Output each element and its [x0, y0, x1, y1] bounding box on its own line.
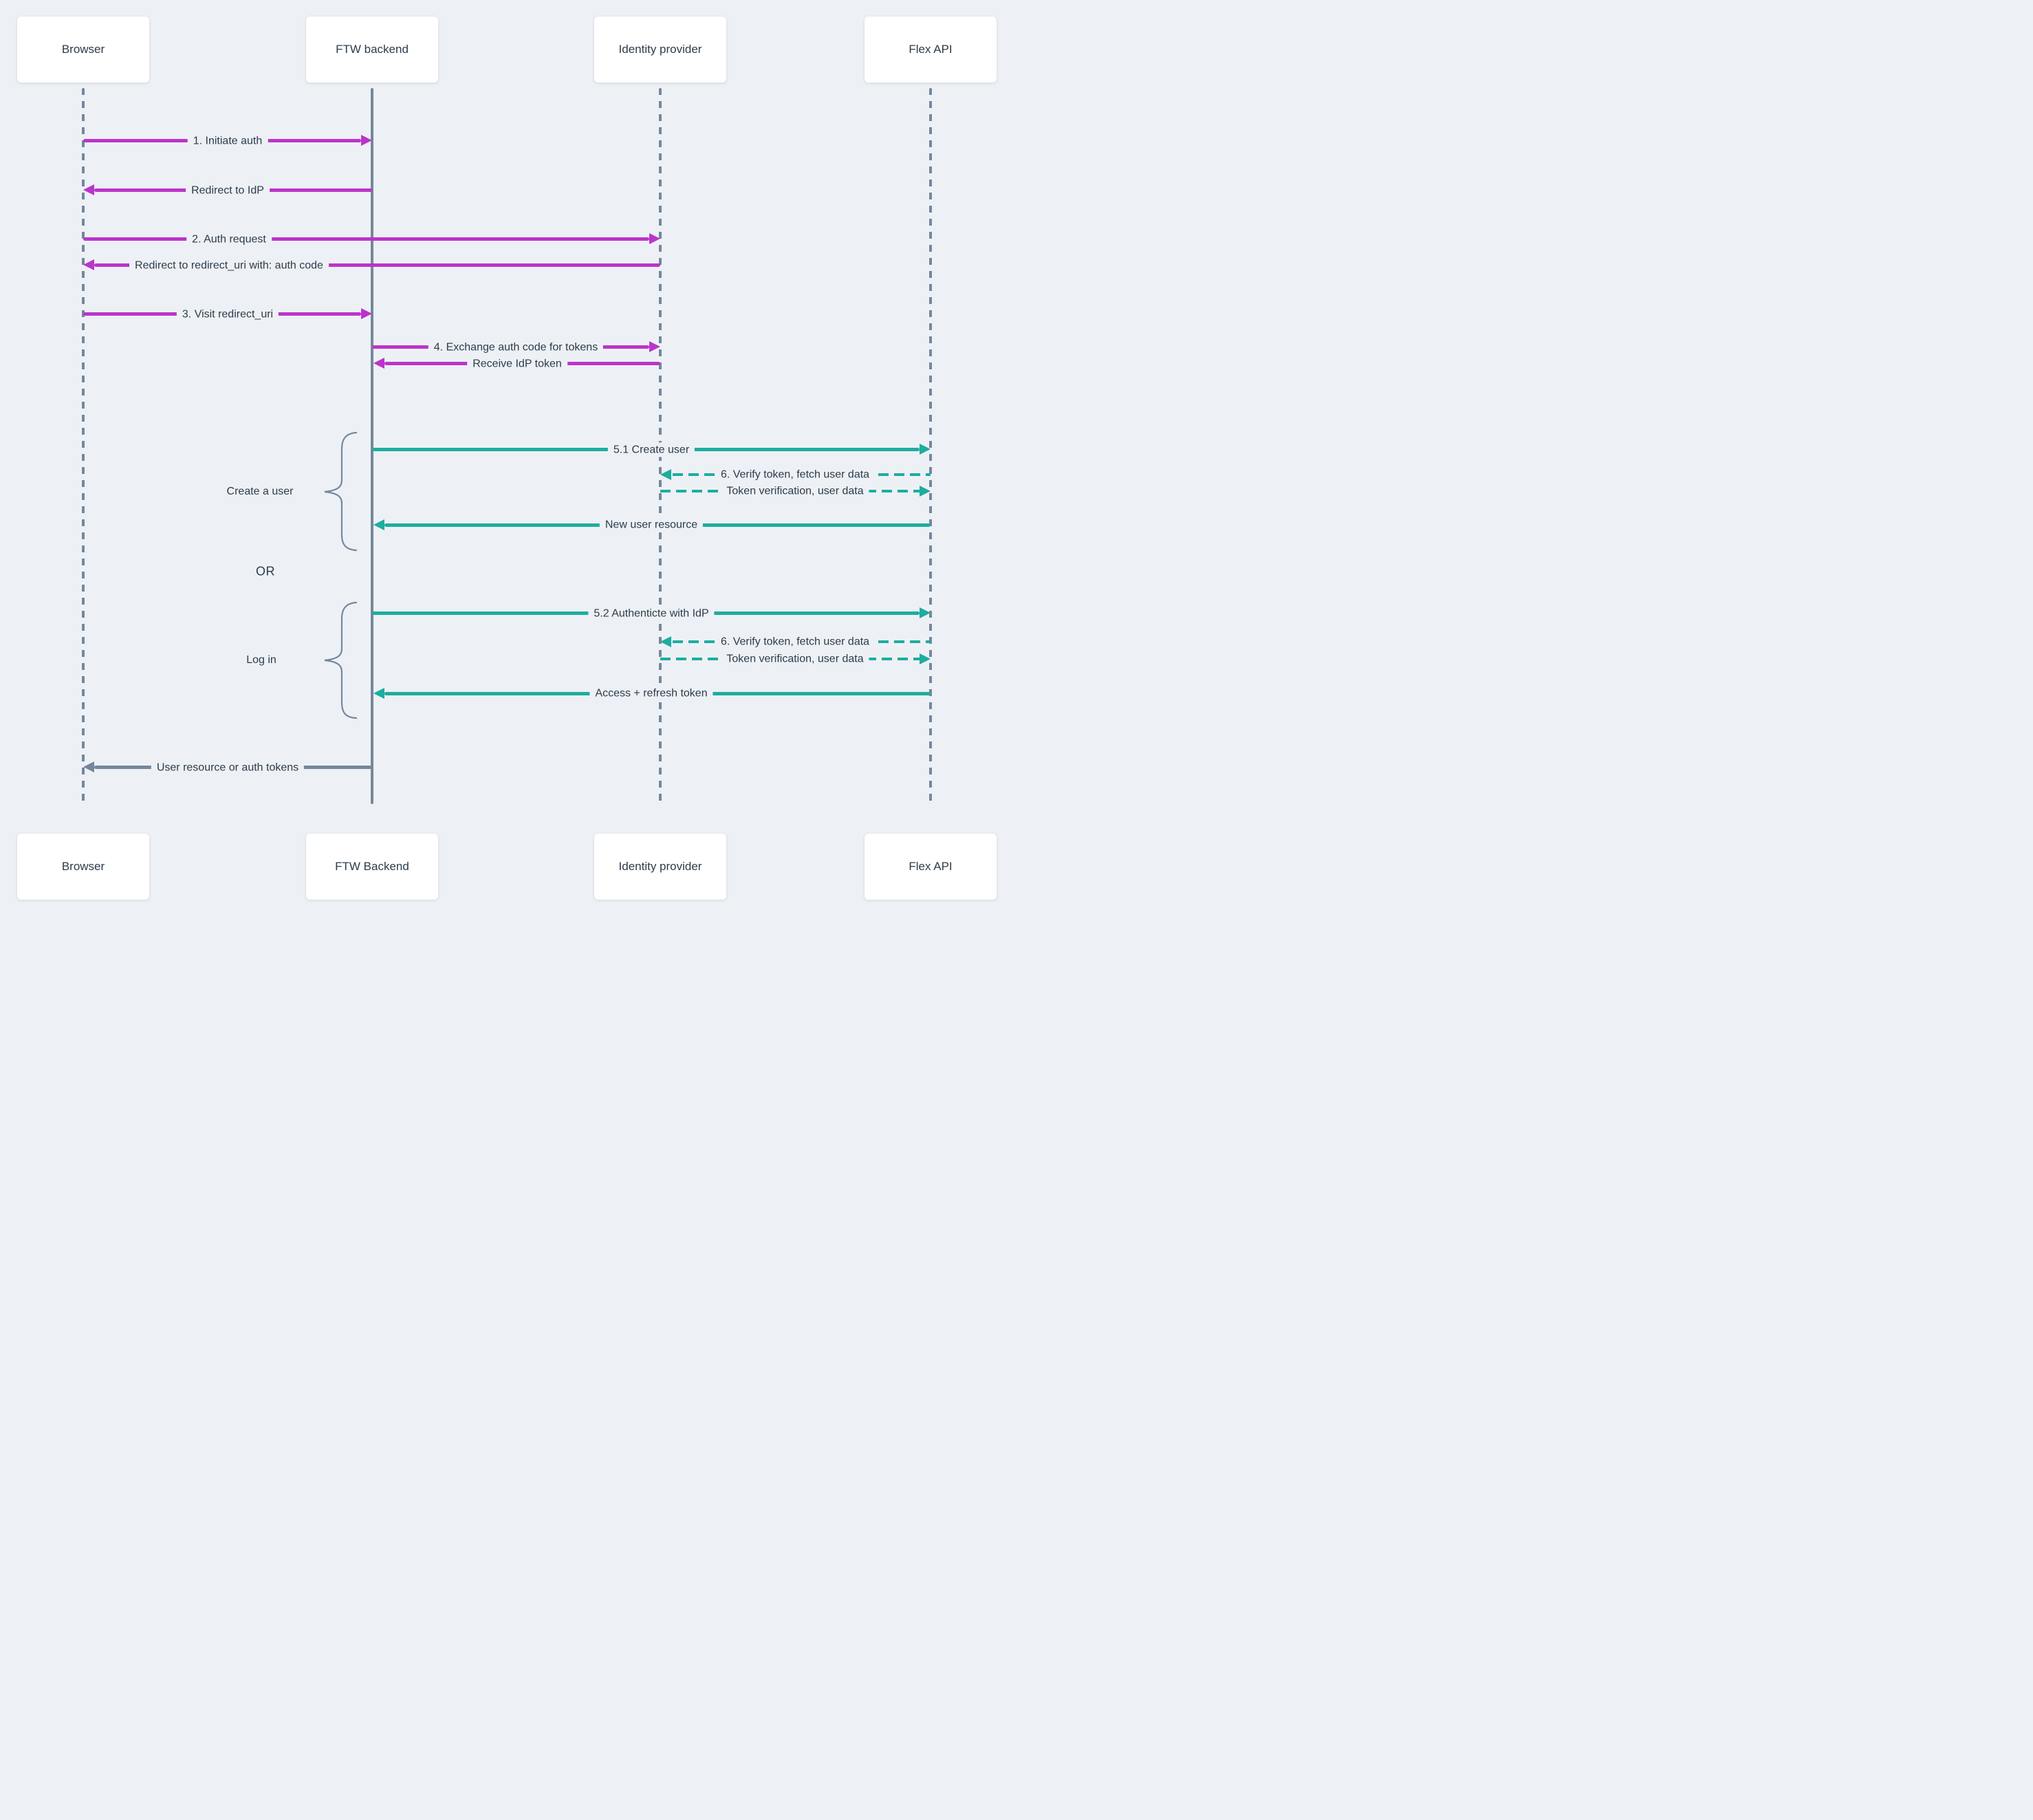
actor-label: Flex API — [909, 860, 953, 873]
create-user-brace — [324, 431, 358, 552]
message-label: Redirect to redirect_uri with: auth code — [129, 258, 329, 273]
arrowhead-left-icon — [373, 358, 384, 369]
message-label: 5.2 Authenticte with IdP — [588, 606, 715, 621]
actor-label: Flex API — [909, 43, 953, 56]
arrowhead-right-icon — [920, 486, 931, 497]
lifeline-ftw-backend — [371, 88, 373, 804]
message-label: 2. Auth request — [186, 232, 272, 247]
actor-box-flex-api-top: Flex API — [865, 17, 997, 83]
actor-label: FTW Backend — [335, 860, 409, 873]
message-label: 5.1 Create user — [607, 442, 695, 457]
actor-label: Browser — [61, 43, 105, 56]
arrowhead-right-icon — [361, 308, 372, 319]
arrowhead-left-icon — [83, 259, 94, 270]
message-label: Token verification, user data — [721, 651, 869, 667]
message-label: 6. Verify token, fetch user data — [715, 634, 876, 649]
message-label: Token verification, user data — [721, 484, 869, 499]
message-label: Redirect to IdP — [186, 183, 270, 198]
arrowhead-right-icon — [649, 341, 660, 352]
or-label: OR — [256, 564, 275, 578]
log-in-brace — [324, 601, 358, 719]
lifeline-flex-api — [929, 88, 932, 804]
actor-box-flex-api-bottom: Flex API — [865, 834, 997, 900]
arrowhead-left-icon — [660, 636, 671, 647]
actor-box-browser-top: Browser — [17, 17, 149, 83]
message-label: 1. Initiate auth — [187, 133, 268, 149]
actor-box-ftw-backend-bottom: FTW Backend — [306, 834, 438, 900]
arrowhead-left-icon — [660, 469, 671, 480]
message-label: New user resource — [599, 517, 704, 532]
actor-label: Identity provider — [618, 43, 702, 56]
arrowhead-left-icon — [373, 688, 384, 699]
actor-box-identity-provider-bottom: Identity provider — [594, 834, 726, 900]
message-label: 6. Verify token, fetch user data — [715, 467, 876, 482]
arrowhead-right-icon — [920, 607, 931, 618]
sequence-diagram: Create a user OR Log in 1. Initiate auth… — [0, 0, 1017, 910]
arrowhead-left-icon — [373, 519, 384, 530]
actor-label: FTW backend — [336, 43, 409, 56]
actor-box-browser-bottom: Browser — [17, 834, 149, 900]
arrowhead-left-icon — [83, 761, 94, 772]
message-label: User resource or auth tokens — [151, 760, 305, 775]
actor-label: Identity provider — [618, 860, 702, 873]
message-line — [83, 237, 649, 241]
message-label: 4. Exchange auth code for tokens — [428, 340, 604, 355]
arrowhead-right-icon — [920, 653, 931, 664]
message-label: 3. Visit redirect_uri — [176, 307, 279, 322]
log-in-group-label: Log in — [246, 654, 276, 666]
arrowhead-right-icon — [920, 444, 931, 455]
actor-box-identity-provider-top: Identity provider — [594, 17, 726, 83]
arrowhead-left-icon — [83, 184, 94, 195]
actor-box-ftw-backend-top: FTW backend — [306, 17, 438, 83]
message-label: Access + refresh token — [589, 686, 713, 701]
message-line — [94, 263, 660, 267]
create-user-group-label: Create a user — [226, 486, 294, 497]
arrowhead-right-icon — [649, 233, 660, 244]
message-label: Receive IdP token — [467, 356, 567, 371]
actor-label: Browser — [61, 860, 105, 873]
lifeline-browser — [82, 88, 85, 804]
arrowhead-right-icon — [361, 135, 372, 146]
